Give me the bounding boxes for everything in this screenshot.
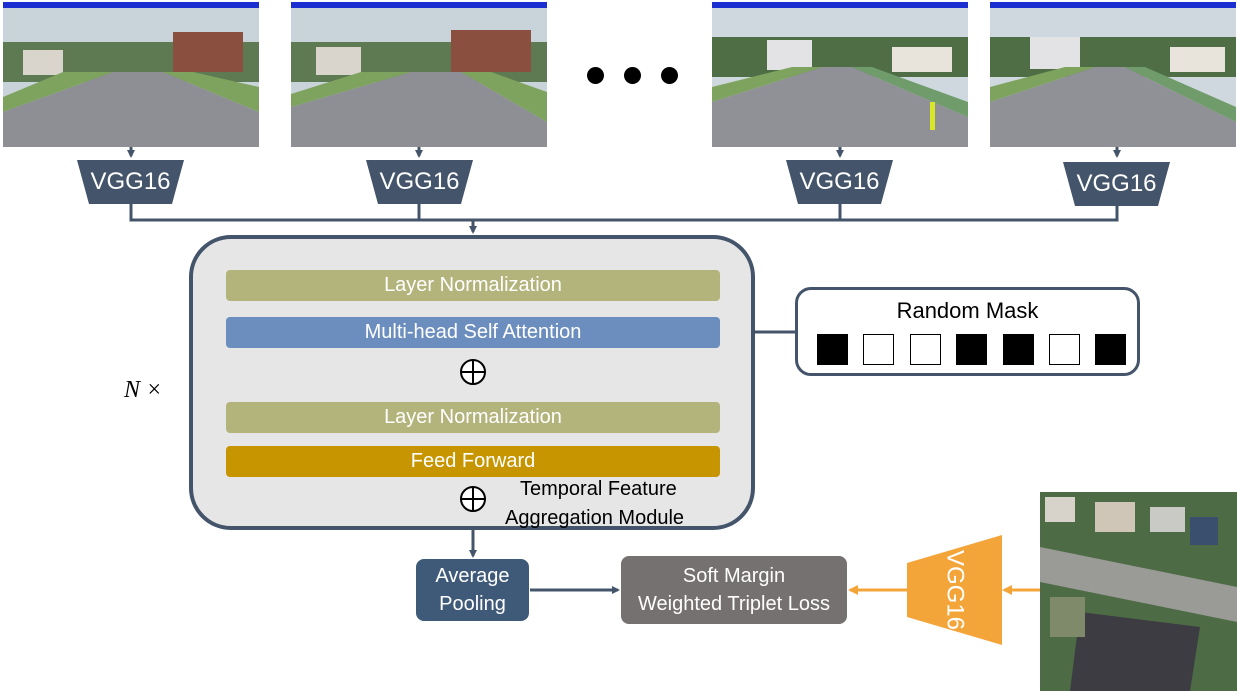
street-view-image-4 xyxy=(990,2,1236,147)
soft-margin-loss-box: Soft Margin Weighted Triplet Loss xyxy=(621,556,847,624)
vgg16-encoder-2: VGG16 xyxy=(366,160,473,204)
mask-cell xyxy=(863,334,894,365)
module-title-line1: Temporal Feature xyxy=(520,478,677,500)
vgg16-encoder-1: VGG16 xyxy=(77,160,184,204)
mask-cell xyxy=(1049,334,1080,365)
layer-norm-2: Layer Normalization xyxy=(226,402,720,433)
aerial-image xyxy=(1040,492,1237,691)
vgg16-encoder-3: VGG16 xyxy=(786,160,893,204)
repeat-label: N × xyxy=(124,377,163,403)
vgg16-encoder-aerial: VGG16 xyxy=(907,535,1002,645)
multi-head-self-attention: Multi-head Self Attention xyxy=(226,317,720,348)
add-icon xyxy=(460,359,486,385)
vgg16-label: VGG16 xyxy=(1076,170,1157,197)
loss-line1: Soft Margin xyxy=(682,565,786,587)
mask-cell xyxy=(817,334,848,365)
mask-cell xyxy=(910,334,941,365)
street-view-image-2 xyxy=(291,2,547,147)
mask-cell xyxy=(1003,334,1034,365)
pooling-line1: Average xyxy=(435,565,510,587)
pooling-line2: Pooling xyxy=(439,593,506,615)
mask-cell xyxy=(956,334,987,365)
module-title-line2: Aggregation Module xyxy=(505,507,685,529)
street-view-image-3 xyxy=(712,2,968,147)
vgg16-aerial-label: VGG16 xyxy=(941,549,969,631)
vgg16-label: VGG16 xyxy=(90,168,171,195)
random-mask-box: Random Mask xyxy=(795,287,1140,376)
vgg16-encoder-4: VGG16 xyxy=(1063,162,1170,206)
loss-line2: Weighted Triplet Loss xyxy=(638,593,830,615)
feed-forward: Feed Forward xyxy=(226,446,720,477)
average-pooling-box: Average Pooling xyxy=(416,559,529,621)
mask-cell xyxy=(1095,334,1126,365)
street-view-image-1 xyxy=(3,2,259,147)
random-mask-title: Random Mask xyxy=(896,298,1039,323)
add-icon xyxy=(460,486,486,512)
ellipsis-icon xyxy=(587,67,678,84)
layer-norm-1: Layer Normalization xyxy=(226,270,720,301)
vgg16-label: VGG16 xyxy=(799,168,880,195)
vgg16-label: VGG16 xyxy=(379,168,460,195)
